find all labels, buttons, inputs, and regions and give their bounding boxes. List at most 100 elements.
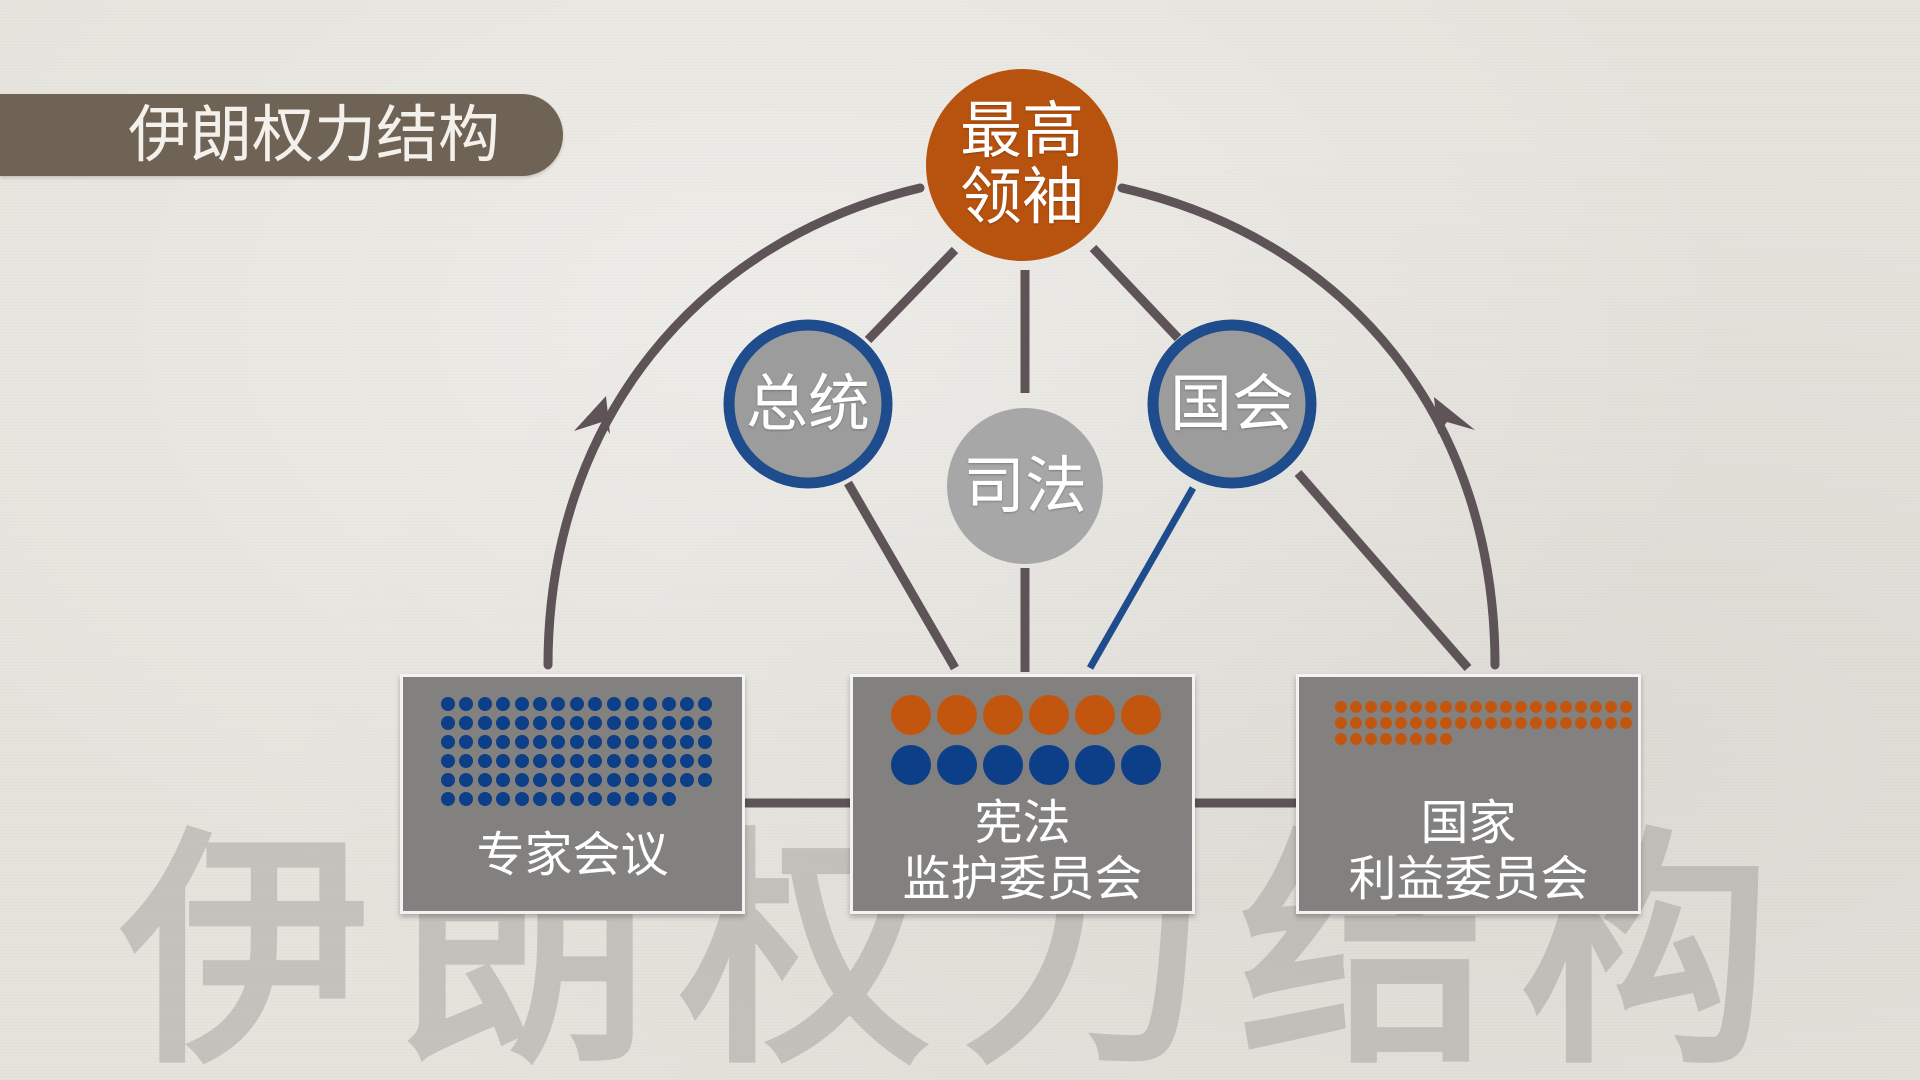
expediency-council-label-line2: 利益委员会 bbox=[1348, 851, 1589, 907]
expert-member-dot bbox=[606, 773, 621, 787]
expediency-member-dot bbox=[1350, 733, 1362, 745]
guardian-lawyer-dot bbox=[1121, 745, 1161, 785]
expert-member-dot bbox=[680, 754, 695, 768]
expediency-member-dot bbox=[1575, 701, 1587, 713]
guardian-lawyer-dot bbox=[1029, 745, 1069, 785]
expert-member-dot bbox=[606, 697, 621, 711]
expediency-member-dot bbox=[1530, 701, 1542, 713]
expediency-member-dot bbox=[1440, 701, 1452, 713]
page-title: 伊朗权力结构 bbox=[128, 98, 501, 171]
expediency-member-dot bbox=[1335, 701, 1347, 713]
guardian-jurist-dot bbox=[1121, 695, 1161, 735]
expediency-member-dot bbox=[1485, 701, 1497, 713]
guardian-council-box: 宪法 监护委员会 bbox=[850, 674, 1195, 914]
expert-member-dot bbox=[496, 716, 511, 730]
expediency-member-dot bbox=[1395, 733, 1407, 745]
expert-member-dot bbox=[588, 773, 603, 787]
parliament-node bbox=[1147, 319, 1317, 489]
expert-member-dot bbox=[606, 716, 621, 730]
expediency-council-label-line1: 国家 bbox=[1420, 795, 1517, 851]
expediency-member-dot bbox=[1425, 701, 1437, 713]
expediency-member-dot bbox=[1425, 717, 1437, 729]
guardian-jurist-dot bbox=[1075, 695, 1115, 735]
expert-member-dot bbox=[441, 773, 455, 787]
expert-member-dot bbox=[698, 697, 713, 711]
expediency-member-dot bbox=[1545, 701, 1557, 713]
expediency-member-dot bbox=[1410, 701, 1422, 713]
president-node bbox=[723, 319, 893, 489]
expediency-member-dot bbox=[1515, 717, 1527, 729]
assembly-of-experts-label: 专家会议 bbox=[476, 827, 669, 883]
arc-left-connector bbox=[543, 183, 925, 670]
expediency-member-dot bbox=[1530, 717, 1542, 729]
expediency-member-dot bbox=[1515, 701, 1527, 713]
expert-member-dot bbox=[569, 754, 584, 768]
expert-member-dot bbox=[624, 716, 639, 730]
guardian-council-label-line1: 宪法 bbox=[974, 795, 1071, 851]
expert-member-dot bbox=[496, 792, 511, 806]
line-leader-parliament bbox=[1089, 244, 1182, 342]
expert-member-dot bbox=[496, 697, 511, 711]
expediency-member-dot bbox=[1545, 717, 1557, 729]
expert-member-dot bbox=[459, 754, 474, 768]
expert-member-dot bbox=[680, 735, 695, 749]
guardian-member-dots bbox=[891, 695, 1161, 785]
expert-member-dot bbox=[459, 735, 474, 749]
title-bar: 伊朗权力结构 bbox=[0, 94, 563, 176]
expediency-member-dot bbox=[1380, 717, 1392, 729]
expert-member-dot bbox=[441, 754, 455, 768]
expert-member-dot bbox=[514, 773, 529, 787]
guardian-lawyer-dot bbox=[891, 745, 931, 785]
expert-member-dot bbox=[514, 754, 529, 768]
expert-member-dot bbox=[496, 735, 511, 749]
guardian-jurist-dot bbox=[937, 695, 977, 735]
expert-member-dot bbox=[624, 697, 639, 711]
expert-member-dot bbox=[661, 773, 676, 787]
expediency-council-label: 国家 利益委员会 bbox=[1299, 795, 1638, 907]
expert-member-dot bbox=[698, 773, 713, 787]
expert-member-dot bbox=[661, 716, 676, 730]
expediency-member-dot bbox=[1470, 717, 1482, 729]
guardian-jurist-dot bbox=[1029, 695, 1069, 735]
expediency-member-dot bbox=[1365, 717, 1377, 729]
expert-member-dot bbox=[569, 773, 584, 787]
expert-member-dot bbox=[477, 697, 492, 711]
expert-member-dot bbox=[477, 754, 492, 768]
expert-member-dot bbox=[588, 792, 603, 806]
expediency-member-dot bbox=[1410, 717, 1422, 729]
expert-member-dot bbox=[441, 716, 455, 730]
expert-member-dot bbox=[624, 754, 639, 768]
expert-member-dot bbox=[643, 754, 658, 768]
expediency-member-dot bbox=[1560, 701, 1572, 713]
supreme-leader-label-line2: 领袖 bbox=[959, 160, 1084, 233]
expediency-member-dot bbox=[1620, 717, 1632, 729]
expediency-member-dot bbox=[1350, 701, 1362, 713]
expert-member-dot bbox=[643, 716, 658, 730]
expediency-member-dot bbox=[1395, 701, 1407, 713]
expert-member-dot bbox=[477, 773, 492, 787]
expert-member-dot bbox=[643, 792, 658, 806]
guardian-lawyer-dot bbox=[937, 745, 977, 785]
expert-member-dot bbox=[551, 697, 566, 711]
expediency-member-dot bbox=[1440, 717, 1452, 729]
guardian-jurist-dot bbox=[983, 695, 1023, 735]
expert-member-dot bbox=[459, 697, 474, 711]
line-leader-president bbox=[864, 246, 959, 344]
expediency-member-dot bbox=[1605, 701, 1617, 713]
expediency-member-dot bbox=[1425, 733, 1437, 745]
expert-member-dot bbox=[588, 716, 603, 730]
president-label: 总统 bbox=[745, 367, 870, 440]
expert-member-dot bbox=[514, 735, 529, 749]
expert-member-dot bbox=[624, 792, 639, 806]
expert-member-dot bbox=[496, 754, 511, 768]
supreme-leader-node bbox=[926, 69, 1118, 261]
guardian-jurist-dot bbox=[891, 695, 931, 735]
expert-member-dot bbox=[496, 773, 511, 787]
expert-member-dot bbox=[680, 716, 695, 730]
expert-member-dot bbox=[698, 716, 713, 730]
expert-member-dot bbox=[532, 754, 547, 768]
guardian-council-label-line2: 监护委员会 bbox=[902, 851, 1143, 907]
experts-member-dots bbox=[441, 697, 713, 806]
expert-member-dot bbox=[643, 735, 658, 749]
supreme-leader-label: 最高 领袖 bbox=[942, 98, 1102, 230]
